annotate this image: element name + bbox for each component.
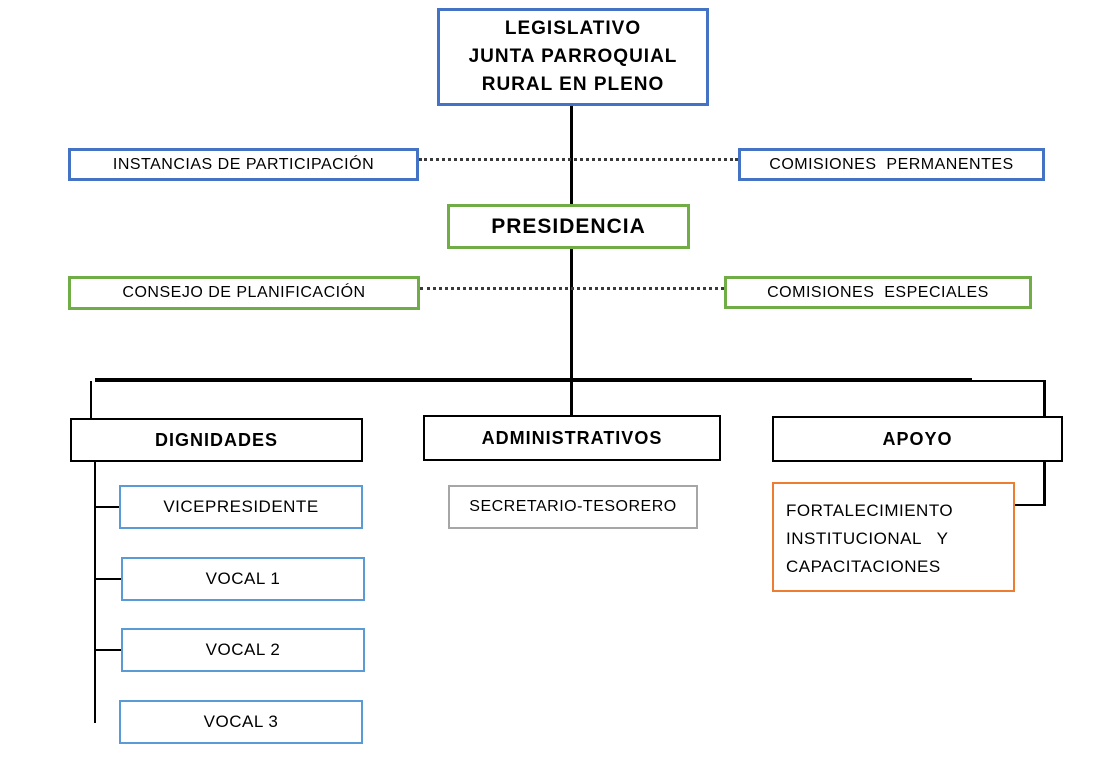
connector-main-horizontal [95,378,972,382]
connector-right-extension [970,380,1046,382]
node-label: COMISIONES ESPECIALES [767,283,989,301]
node-dignidades: DIGNIDADES [70,418,363,462]
node-label-line: CAPACITACIONES [786,557,941,576]
node-presidencia: PRESIDENCIA [447,204,690,249]
node-vicepresidente: VICEPRESIDENTE [119,485,363,529]
connector-dignidades-rail [94,462,96,723]
connector-stub-vocal-2 [95,649,121,651]
node-comisiones-permanentes: COMISIONES PERMANENTES [738,148,1045,181]
connector-dotted-consejo-comisiones-especiales [420,287,724,290]
node-label: VOCAL 1 [205,569,281,588]
connector-drop-dignidades [90,381,92,418]
connector-apoyo-fortalecimiento-stub [1015,504,1046,506]
node-label: COMISIONES PERMANENTES [769,155,1014,173]
node-vocal-3: VOCAL 3 [119,700,363,744]
node-label: DIGNIDADES [154,429,278,450]
connector-dotted-instancias-comisiones-permanentes [419,158,738,161]
node-label: INSTANCIAS DE PARTICIPACIÓN [112,155,375,173]
connector-presidencia-main [570,249,573,381]
node-label-line: INSTITUCIONAL Y [786,529,949,548]
node-label: VICEPRESIDENTE [163,497,319,516]
node-administrativos: ADMINISTRATIVOS [423,415,721,461]
node-comisiones-especiales: COMISIONES ESPECIALES [724,276,1032,309]
node-label: SECRETARIO-TESORERO [469,498,677,515]
node-apoyo: APOYO [772,416,1063,462]
node-label: CONSEJO DE PLANIFICACIÓN [122,284,366,301]
node-vocal-2: VOCAL 2 [121,628,365,672]
node-label: ADMINISTRATIVOS [481,427,663,448]
node-label-line: FORTALECIMIENTO [786,501,954,520]
node-label: PRESIDENCIA [491,214,646,238]
node-label-line: LEGISLATIVO [504,18,642,39]
node-label-line: RURAL EN PLENO [481,74,665,95]
connector-legislativo-presidencia [570,106,573,205]
connector-drop-apoyo [1043,382,1046,416]
node-consejo-de-planificacion: CONSEJO DE PLANIFICACIÓN [68,276,420,310]
node-label: VOCAL 2 [205,640,281,659]
node-label-line: JUNTA PARROQUIAL [468,46,678,67]
node-vocal-1: VOCAL 1 [121,557,365,601]
connector-drop-administrativos [570,381,573,415]
node-instancias-de-participacion: INSTANCIAS DE PARTICIPACIÓN [68,148,419,181]
node-fortalecimiento-institucional: FORTALECIMIENTO INSTITUCIONAL Y CAPACITA… [772,482,1015,592]
connector-stub-vocal-1 [95,578,121,580]
node-legislativo-junta-parroquial: LEGISLATIVO JUNTA PARROQUIAL RURAL EN PL… [437,8,709,106]
connector-apoyo-fortalecimiento-vertical [1043,462,1046,506]
node-secretario-tesorero: SECRETARIO-TESORERO [448,485,698,529]
connector-stub-vicepresidente [95,506,119,508]
node-label: APOYO [882,428,953,449]
node-label: VOCAL 3 [203,712,279,731]
